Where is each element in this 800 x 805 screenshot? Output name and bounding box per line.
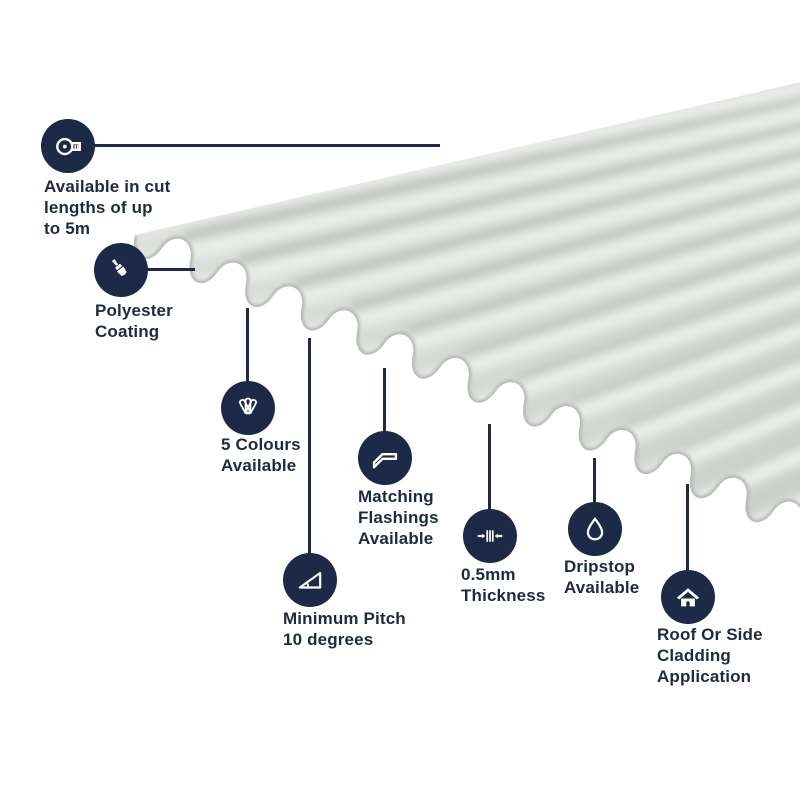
colour-swatch-icon (238, 397, 258, 415)
connector-line (686, 484, 689, 597)
feature-label: Matching Flashings Available (358, 487, 439, 548)
feature-icon-circle (283, 553, 337, 607)
connector-line (121, 268, 195, 271)
feature-icon-circle (94, 243, 148, 297)
flashing-icon (372, 452, 398, 469)
connector-line (68, 144, 440, 147)
connector-line (593, 458, 596, 529)
house-icon (676, 588, 700, 607)
pitch-angle-icon (298, 571, 322, 589)
feature-icon-circle (41, 119, 95, 173)
feature-label: Available in cut lengths of up to 5m (44, 177, 171, 238)
connector-line (383, 368, 386, 458)
feature-label: Minimum Pitch 10 degrees (283, 609, 406, 649)
connector-line (246, 308, 249, 408)
feature-icon-circle (568, 502, 622, 556)
feature-icon-circle (463, 509, 517, 563)
tape-measure-icon (56, 137, 81, 156)
feature-label: 5 Colours Available (221, 435, 301, 475)
feature-icon-circle (358, 431, 412, 485)
thickness-icon (477, 530, 503, 542)
feature-icon-circle (661, 570, 715, 624)
feature-label: 0.5mm Thickness (461, 565, 546, 605)
connector-line (488, 424, 491, 536)
feature-label: Dripstop Available (564, 557, 640, 597)
feature-label: Polyester Coating (95, 301, 173, 341)
feature-label: Roof Or Side Cladding Application (657, 625, 763, 686)
feature-icon-circle (221, 381, 275, 435)
connector-line (308, 338, 311, 580)
paintbrush-icon (111, 258, 127, 276)
droplet-icon (586, 517, 604, 541)
